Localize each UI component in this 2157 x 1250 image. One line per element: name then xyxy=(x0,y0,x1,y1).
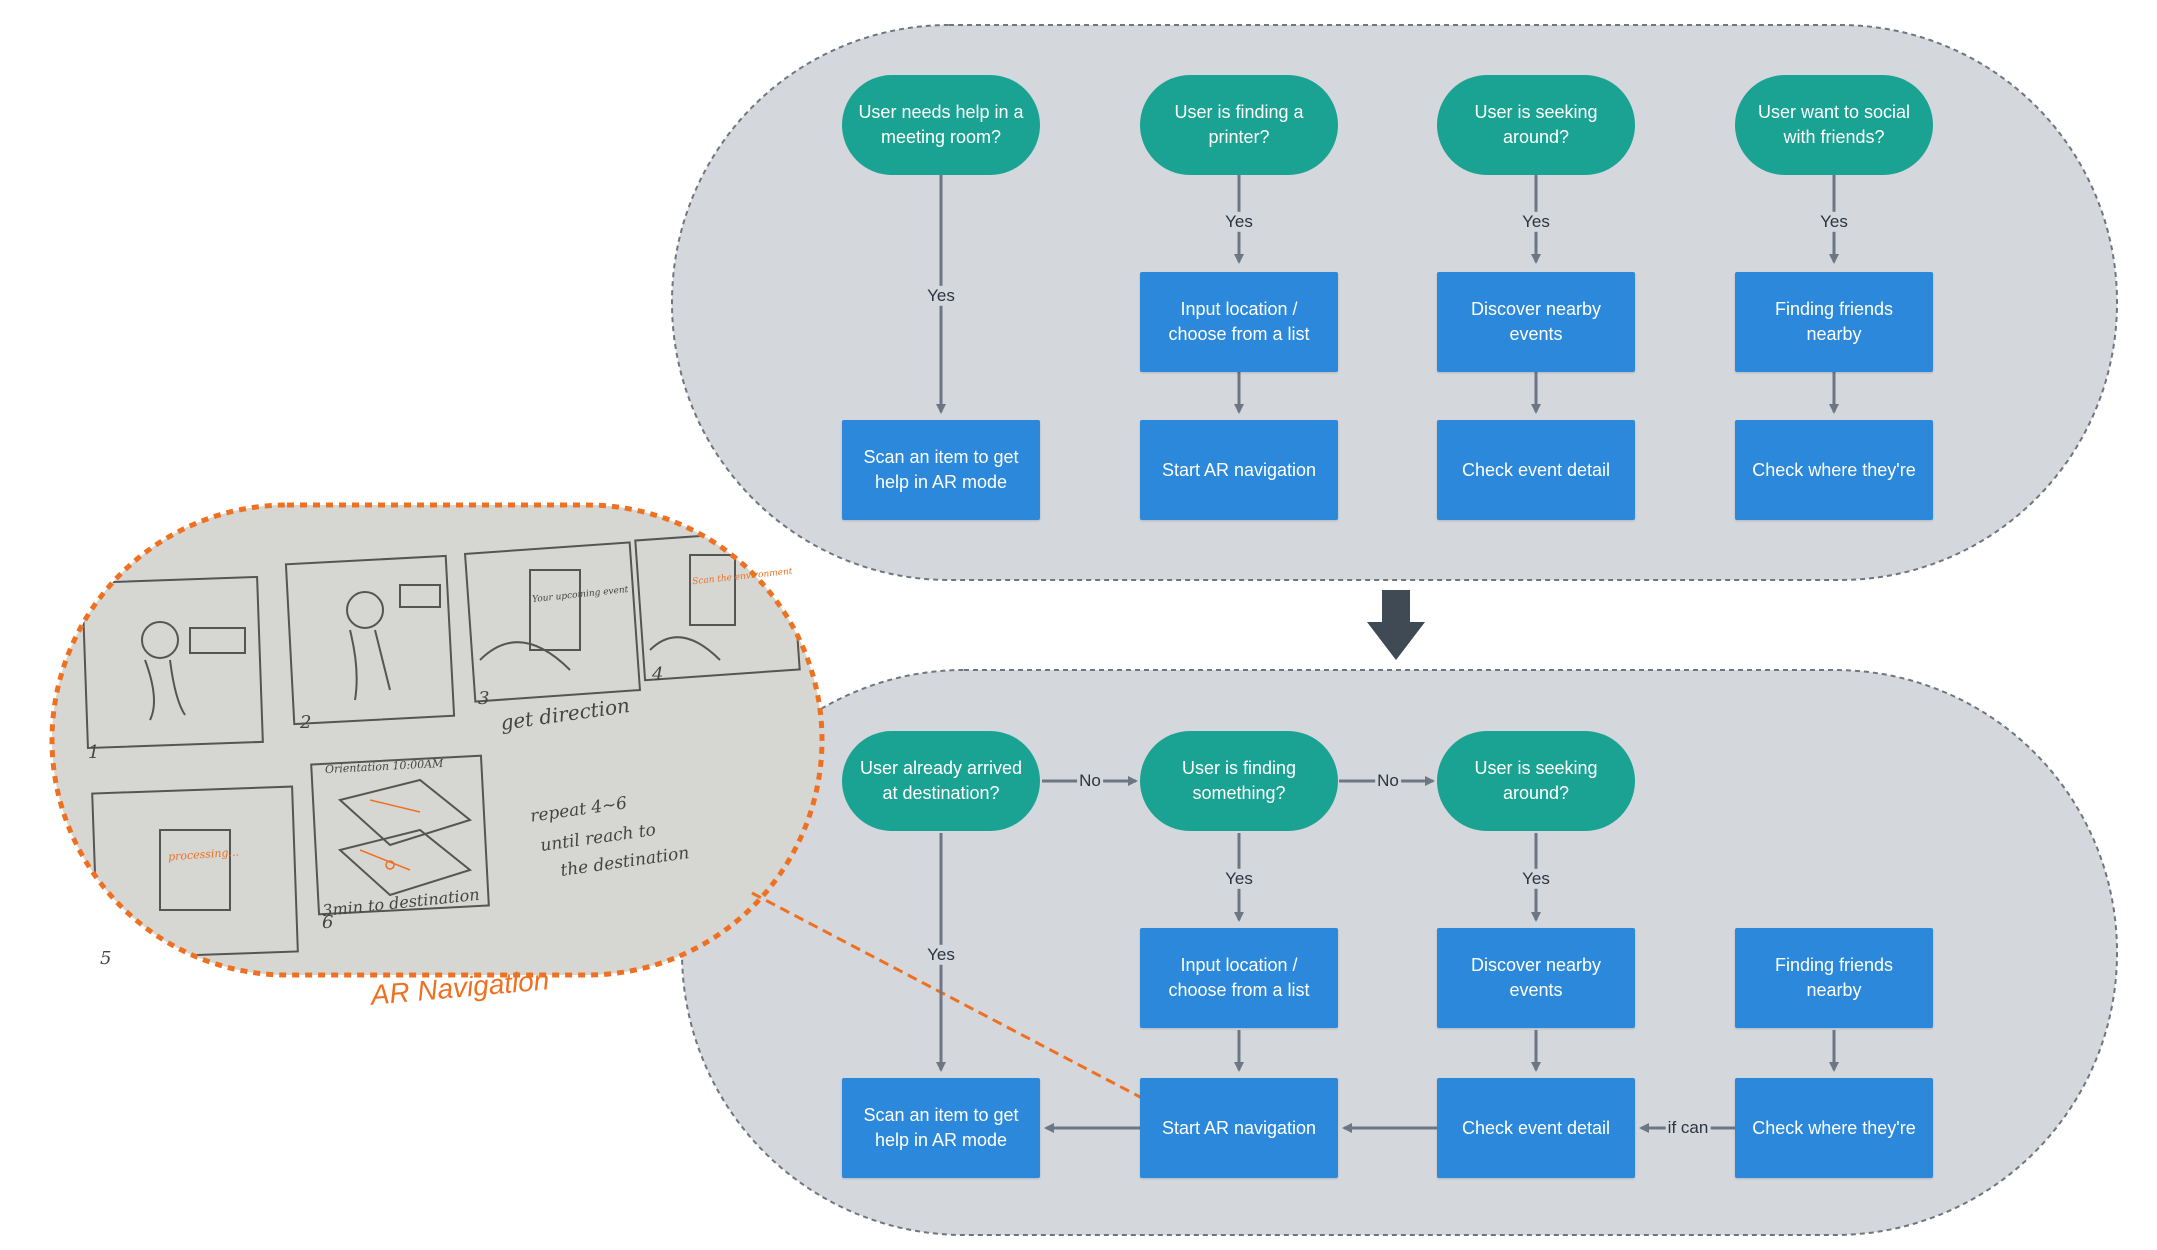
top-step-scan-item: Scan an item to get help in AR mode xyxy=(842,420,1040,520)
top-decision-printer: User is finding a printer? xyxy=(1140,75,1338,175)
bottom-step-finding-friends: Finding friends nearby xyxy=(1735,928,1933,1028)
bottom-edge-no-1: No xyxy=(1077,770,1103,792)
bottom-edge-no-2: No xyxy=(1375,770,1401,792)
bottom-decision-seeking: User is seeking around? xyxy=(1437,731,1635,831)
bottom-step-check-where: Check where they're xyxy=(1735,1078,1933,1178)
top-edge-yes-4: Yes xyxy=(1818,211,1850,233)
bottom-step-scan-item: Scan an item to get help in AR mode xyxy=(842,1078,1040,1178)
top-decision-social: User want to social with friends? xyxy=(1735,75,1933,175)
sketch-panel-number-6: 6 xyxy=(322,912,334,933)
bottom-decision-finding: User is finding something? xyxy=(1140,731,1338,831)
top-step-start-ar: Start AR navigation xyxy=(1140,420,1338,520)
bottom-step-discover-events: Discover nearby events xyxy=(1437,928,1635,1028)
top-step-check-event: Check event detail xyxy=(1437,420,1635,520)
top-decision-seeking: User is seeking around? xyxy=(1437,75,1635,175)
sketch-panel-number-1: 1 xyxy=(88,742,100,763)
transition-arrow xyxy=(1367,590,1425,660)
sketch-panel-number-2: 2 xyxy=(300,712,312,733)
sketch-orange-marks xyxy=(359,799,421,871)
top-edge-yes-1: Yes xyxy=(925,285,957,307)
bottom-step-start-ar: Start AR navigation xyxy=(1140,1078,1338,1178)
sketch-panel-number-4: 4 xyxy=(652,664,664,685)
bottom-step-input-location: Input location / choose from a list xyxy=(1140,928,1338,1028)
top-edge-yes-3: Yes xyxy=(1520,211,1552,233)
top-decision-meeting-room: User needs help in a meeting room? xyxy=(842,75,1040,175)
bottom-edge-yes-2: Yes xyxy=(1223,868,1255,890)
sketch-storyboard xyxy=(52,505,822,975)
sketch-link-line xyxy=(751,891,1143,1100)
bottom-edge-if-can: if can xyxy=(1665,1117,1711,1139)
bottom-edge-yes-3: Yes xyxy=(1520,868,1552,890)
bottom-edge-yes-1: Yes xyxy=(925,944,957,966)
top-edge-yes-2: Yes xyxy=(1223,211,1255,233)
sketch-panel-number-5: 5 xyxy=(100,948,112,969)
bottom-step-check-event: Check event detail xyxy=(1437,1078,1635,1178)
bottom-decision-arrived: User already arrived at destination? xyxy=(842,731,1040,831)
top-step-input-location: Input location / choose from a list xyxy=(1140,272,1338,372)
top-step-check-where: Check where they're xyxy=(1735,420,1933,520)
top-step-discover-events: Discover nearby events xyxy=(1437,272,1635,372)
sketch-border xyxy=(49,502,825,978)
sketch-panel-number-3: 3 xyxy=(478,688,490,709)
top-step-finding-friends: Finding friends nearby xyxy=(1735,272,1933,372)
